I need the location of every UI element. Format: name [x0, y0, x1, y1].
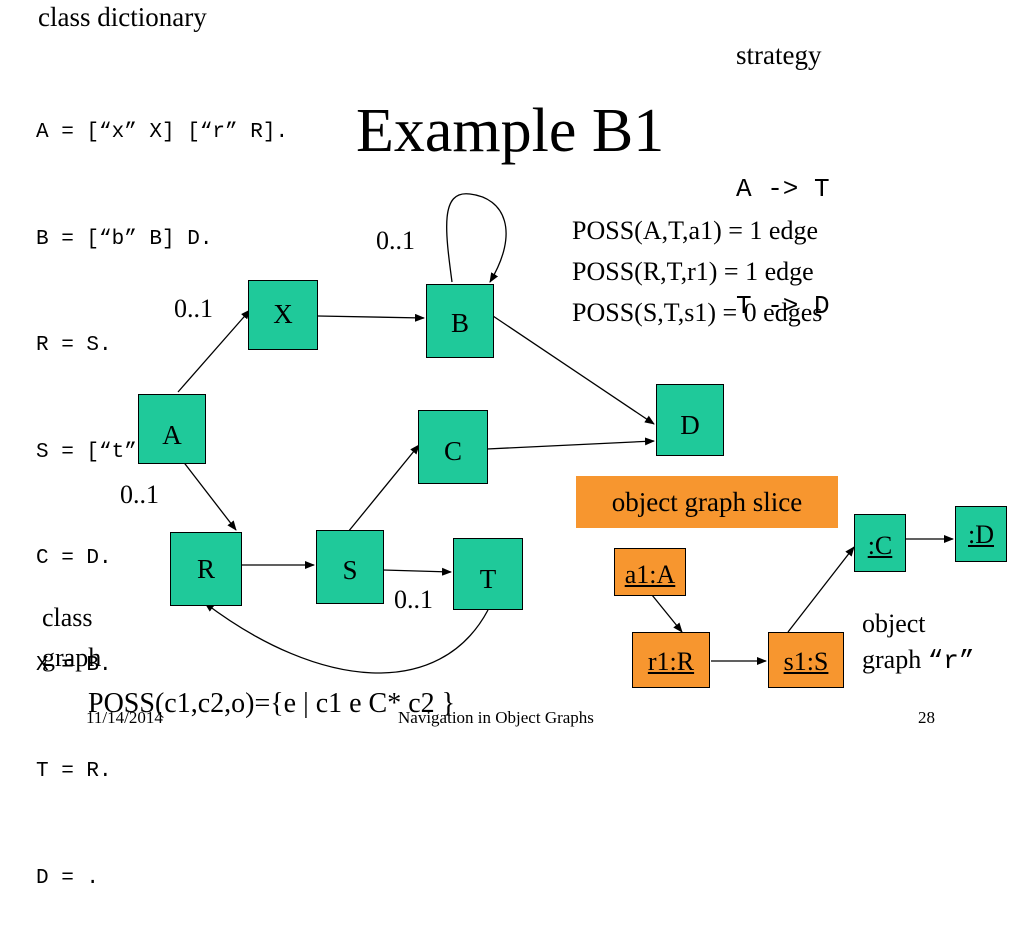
multiplicity-label-b-loop: 0..1 [376, 226, 415, 255]
class-dictionary-lines: A = [“x” X] [“r” R]. B = [“b” B] D. R = … [36, 44, 288, 932]
object-node-c: :C [854, 514, 906, 572]
edge-s1-c [787, 546, 855, 633]
class-node-r: R [170, 532, 242, 606]
strategy-line: A -> T [736, 174, 830, 204]
object-node-r1: r1:R [632, 632, 710, 688]
class-node-c: C [418, 410, 488, 484]
class-node-b: B [426, 284, 494, 358]
dictionary-line: C = D. [36, 547, 112, 570]
multiplicity-label-s-t: 0..1 [394, 585, 433, 614]
slide-title: Example B1 [356, 97, 665, 165]
class-node-d: D [656, 384, 724, 456]
class-graph-caption: class graph [42, 603, 102, 672]
poss-line: POSS(S,T,s1) = 0 edges [572, 298, 823, 327]
poss-results: POSS(A,T,a1) = 1 edge POSS(R,T,r1) = 1 e… [572, 210, 822, 333]
footer-date: 11/14/2014 [86, 708, 163, 727]
dictionary-line: X = B. [36, 653, 112, 677]
dictionary-line: B = [“b” B] D. [36, 227, 213, 251]
edge-x-b [317, 313, 425, 322]
footer-title: Navigation in Object Graphs [398, 708, 594, 727]
poss-definition: POSS(c1,c2,o)={e | c1 e C* c2 } [88, 688, 456, 719]
edge-t-r [204, 602, 489, 674]
object-node-a1: a1:A [614, 548, 686, 596]
object-graph-slice-label: object graph slice [576, 476, 838, 528]
multiplicity-label-a-r: 0..1 [120, 480, 159, 509]
object-node-d: :D [955, 506, 1007, 562]
dictionary-line: T = R. [36, 760, 112, 783]
edge-c-d [486, 437, 655, 450]
poss-line: POSS(R,T,r1) = 1 edge [572, 257, 814, 286]
strategy-lines: A -> T T -> D [736, 92, 830, 365]
class-node-a: A [138, 394, 206, 464]
class-dictionary-title: class dictionary [38, 2, 207, 32]
edge-a-r [181, 459, 237, 531]
edge-b-d [492, 315, 655, 425]
class-node-t: T [453, 538, 523, 610]
dictionary-line: R = S. [36, 334, 112, 357]
object-graph-caption: object graph “r” [862, 609, 975, 676]
dictionary-line: D = . [36, 866, 100, 890]
edge-s-c [347, 444, 420, 533]
object-node-s1: s1:S [768, 632, 844, 688]
poss-line: POSS(A,T,a1) = 1 edge [572, 216, 818, 245]
edge-a-x [177, 309, 251, 393]
strategy-line: T -> D [736, 291, 830, 321]
strategy-label: strategy [736, 40, 822, 70]
dictionary-line: A = [“x” X] [“r” R]. [36, 121, 289, 144]
graph-edges [177, 193, 954, 674]
class-node-s: S [316, 530, 384, 604]
multiplicity-label-a-x: 0..1 [174, 294, 213, 323]
class-node-x: X [248, 280, 318, 350]
edge-b-b-loop [446, 193, 507, 283]
edge-s-t [382, 567, 452, 576]
footer-page-number: 28 [918, 708, 935, 727]
edge-a1-r1 [651, 594, 683, 633]
